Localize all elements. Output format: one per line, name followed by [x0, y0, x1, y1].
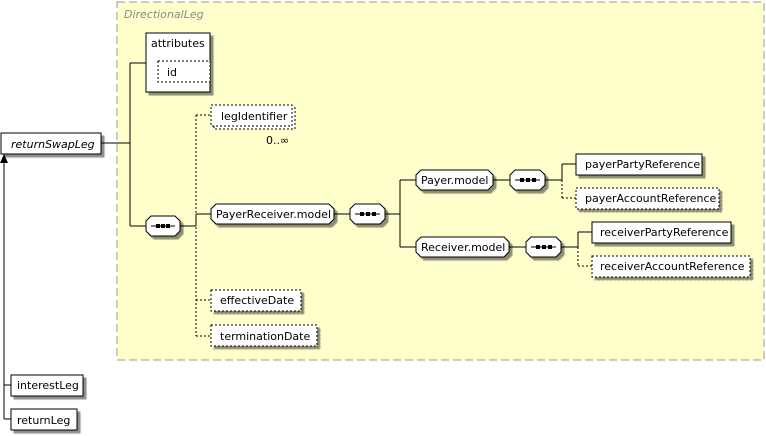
svg-text:receiverPartyReference: receiverPartyReference	[600, 226, 729, 239]
sequence-compositor-receiver-icon[interactable]	[525, 236, 562, 258]
attributes-label: attributes	[151, 37, 205, 50]
svg-text:receiverAccountReference: receiverAccountReference	[600, 260, 745, 273]
connectors	[3, 62, 592, 420]
sequence-compositor-payer-icon[interactable]	[509, 169, 546, 191]
leg-identifier-node[interactable]: legIdentifier 0..∞	[210, 104, 296, 147]
termination-date-node[interactable]: terminationDate	[210, 324, 318, 347]
effective-date-node[interactable]: effectiveDate	[210, 289, 302, 312]
payer-receiver-model-node[interactable]: PayerReceiver.model	[210, 203, 335, 225]
return-swap-leg-node[interactable]: returnSwapLeg	[0, 132, 102, 155]
svg-text:id: id	[167, 66, 177, 79]
svg-text:returnLeg: returnLeg	[17, 414, 70, 427]
arrow-up-icon	[0, 154, 8, 163]
svg-text:payerAccountReference: payerAccountReference	[585, 192, 717, 205]
sequence-compositor-icon[interactable]	[145, 215, 181, 237]
attribute-id[interactable]: id	[157, 60, 211, 83]
leg-identifier-cardinality: 0..∞	[266, 134, 289, 147]
payer-model-node[interactable]: Payer.model	[415, 169, 494, 191]
receiver-account-reference-node[interactable]: receiverAccountReference	[591, 255, 751, 278]
svg-text:terminationDate: terminationDate	[220, 330, 310, 343]
receiver-model-node[interactable]: Receiver.model	[415, 236, 510, 258]
svg-text:returnSwapLeg: returnSwapLeg	[11, 138, 95, 151]
svg-text:legIdentifier: legIdentifier	[221, 110, 288, 123]
optional-connectors	[195, 114, 592, 337]
svg-text:PayerReceiver.model: PayerReceiver.model	[216, 208, 331, 221]
svg-text:payerPartyReference: payerPartyReference	[585, 158, 700, 171]
interest-leg-node[interactable]: interestLeg	[10, 374, 84, 397]
payer-party-reference-node[interactable]: payerPartyReference	[575, 153, 703, 176]
payer-account-reference-node[interactable]: payerAccountReference	[575, 187, 720, 210]
sequence-compositor-2-icon[interactable]	[349, 203, 386, 225]
attributes-box: attributes id	[145, 32, 211, 93]
svg-text:interestLeg: interestLeg	[17, 379, 79, 392]
svg-text:effectiveDate: effectiveDate	[220, 294, 294, 307]
group-label: DirectionalLeg	[124, 8, 204, 21]
svg-text:Receiver.model: Receiver.model	[421, 241, 505, 254]
svg-text:Payer.model: Payer.model	[421, 174, 488, 187]
receiver-party-reference-node[interactable]: receiverPartyReference	[591, 221, 732, 244]
return-leg-node[interactable]: returnLeg	[10, 408, 78, 431]
